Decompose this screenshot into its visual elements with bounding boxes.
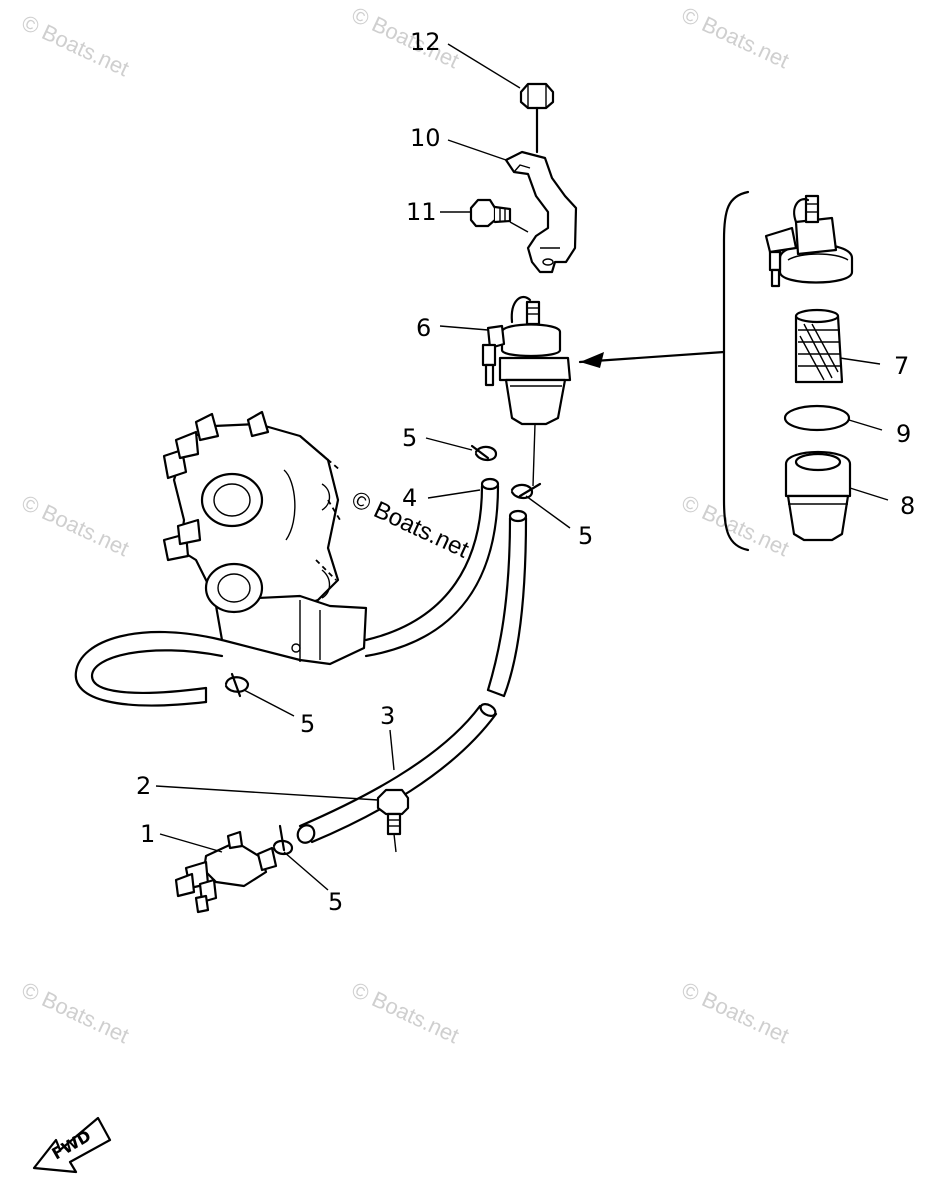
watermark-mid-right: © Boats.net <box>678 490 793 561</box>
part-hose-3 <box>296 703 498 844</box>
callout-3: 3 <box>380 702 395 730</box>
watermark-mid-left: © Boats.net <box>18 490 133 561</box>
part-filter-element <box>794 308 881 384</box>
part-nut <box>519 82 555 154</box>
leader-lines <box>155 43 571 891</box>
callout-labels: 12 10 11 6 7 9 8 5 4 5 5 3 2 1 5 <box>136 28 915 916</box>
callout-9: 9 <box>896 420 911 448</box>
part-bracket <box>504 150 578 274</box>
part-hose-4 <box>74 477 500 707</box>
part-filter-cap <box>764 194 854 288</box>
callout-8: 8 <box>900 492 915 520</box>
part-bolt <box>469 198 529 233</box>
callout-1: 1 <box>140 820 155 848</box>
callout-7: 7 <box>894 352 909 380</box>
part-filter-cup <box>784 450 889 542</box>
part-bolt-2 <box>376 788 410 853</box>
watermark-bottom-right: © Boats.net <box>678 977 793 1048</box>
part-clips <box>224 444 542 856</box>
watermark-group: © Boats.net © Boats.net © Boats.net © Bo… <box>18 2 793 1048</box>
callout-5-top: 5 <box>402 424 417 452</box>
callout-10: 10 <box>410 124 441 152</box>
watermark-top-right: © Boats.net <box>678 2 793 73</box>
watermark-bottom-left: © Boats.net <box>18 977 133 1048</box>
watermark-top-left: © Boats.net <box>18 10 133 81</box>
part-joint <box>174 830 278 914</box>
callout-11: 11 <box>406 198 437 226</box>
part-hose-short <box>486 509 528 698</box>
watermark-top-center: © Boats.net <box>348 2 463 73</box>
callout-6: 6 <box>416 314 431 342</box>
part-o-ring <box>783 404 883 432</box>
callout-5-right: 5 <box>578 522 593 550</box>
fwd-arrow: FWD <box>32 1116 112 1174</box>
callout-4: 4 <box>402 484 417 512</box>
watermark-bottom-center: © Boats.net <box>348 977 463 1048</box>
exploded-view-bracket <box>578 190 750 552</box>
part-fuel-filter <box>481 295 572 487</box>
part-carburetor <box>162 410 368 666</box>
callout-5-left: 5 <box>300 710 315 738</box>
callout-12: 12 <box>410 28 441 56</box>
callout-2: 2 <box>136 772 151 800</box>
callout-5-bottom: 5 <box>328 888 343 916</box>
